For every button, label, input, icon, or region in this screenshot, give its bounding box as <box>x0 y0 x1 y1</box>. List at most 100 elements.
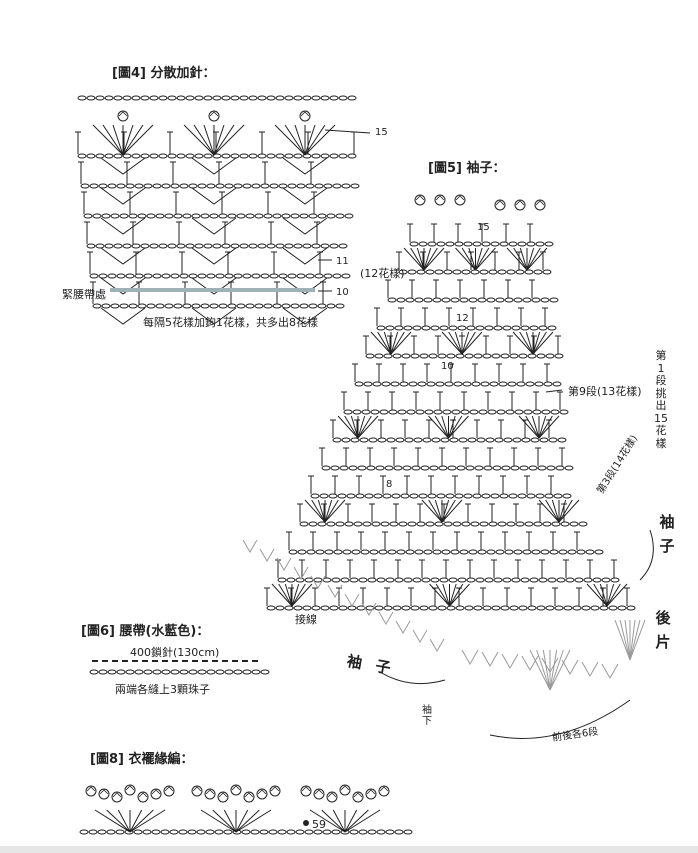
chain-stitch <box>478 409 488 415</box>
chain-stitch <box>320 605 330 611</box>
fan-stitch <box>235 809 260 833</box>
chain-stitch <box>493 577 503 583</box>
chain-stitch <box>332 273 342 279</box>
chain-stitch <box>366 465 376 471</box>
chain-stitch <box>360 549 370 555</box>
chain-stitch <box>223 829 233 835</box>
chain-stitch <box>387 549 397 555</box>
picot-stitch <box>415 195 425 201</box>
chain-stitch <box>97 829 107 835</box>
picot-stitch <box>535 200 545 206</box>
chain-stitch <box>545 605 555 611</box>
chain-stitch <box>390 381 400 387</box>
chain-stitch <box>497 269 507 275</box>
v-stitch <box>429 638 445 652</box>
chain-stitch <box>88 829 98 835</box>
fan-stitch <box>122 124 154 156</box>
chain-stitch <box>519 465 529 471</box>
v-stitch <box>395 620 411 634</box>
fan-stitch <box>200 809 237 833</box>
fan-stitch <box>203 124 215 156</box>
picot-stitch <box>85 785 97 797</box>
chain-stitch <box>248 243 258 249</box>
v-stitch <box>361 602 377 616</box>
picot-stitch <box>352 791 364 803</box>
v-stitch <box>191 307 237 325</box>
chain-stitch <box>149 243 159 249</box>
fan-stitch <box>614 619 631 661</box>
chain-stitch <box>161 273 171 279</box>
chain-stitch <box>447 465 457 471</box>
chain-stitch <box>437 605 447 611</box>
picot-stitch <box>217 791 229 803</box>
chain-stitch <box>538 577 548 583</box>
chain-stitch <box>137 303 147 309</box>
chain-stitch <box>170 669 180 675</box>
chain-stitch <box>245 213 255 219</box>
chain-stitch <box>203 153 213 159</box>
chain-stitch <box>581 605 591 611</box>
v-stitch <box>601 663 619 680</box>
picot-stitch <box>205 789 215 795</box>
chain-stitch <box>545 353 555 359</box>
fan-stitch <box>606 583 615 607</box>
chain-stitch <box>155 303 165 309</box>
chain-stitch <box>439 577 449 583</box>
picot-stitch <box>300 111 310 117</box>
chain-stitch <box>293 95 303 101</box>
chain-stitch <box>355 493 365 499</box>
chain-stitch <box>218 213 228 219</box>
chain-stitch <box>506 269 516 275</box>
chain-stitch <box>484 325 494 331</box>
chain-stitch <box>206 273 216 279</box>
chain-stitch <box>89 273 99 279</box>
chain-stitch <box>119 303 129 309</box>
chain-stitch <box>203 243 213 249</box>
chain-stitch <box>371 521 381 527</box>
chain-stitch <box>311 153 321 159</box>
fan-stitch <box>449 583 470 607</box>
v-stitch <box>100 217 146 235</box>
chain-stitch <box>317 303 327 309</box>
chain-stitch <box>149 153 159 159</box>
picot-stitch <box>455 195 465 201</box>
chain-stitch <box>457 325 467 331</box>
fan-stitch <box>129 809 143 833</box>
chain-stitch <box>430 325 440 331</box>
chain-stitch <box>493 325 503 331</box>
fan-stitch <box>441 415 449 439</box>
chain-stitch <box>421 325 431 331</box>
fan-stitch <box>344 809 358 833</box>
chain-stitch <box>574 577 584 583</box>
chain-stitch <box>474 465 484 471</box>
chain-stitch <box>347 95 357 101</box>
chain-stitch <box>233 273 243 279</box>
fan-stitch <box>441 499 450 523</box>
chain-stitch <box>453 381 463 387</box>
chain-stitch <box>468 297 478 303</box>
chain-stitch <box>462 381 472 387</box>
chain-stitch <box>405 549 415 555</box>
chain-stitch <box>133 829 143 835</box>
chain-stitch <box>469 409 479 415</box>
fan-stitch <box>538 415 553 439</box>
chain-stitch <box>410 353 420 359</box>
chain-stitch <box>487 409 497 415</box>
chain-stitch <box>500 353 510 359</box>
chain-stitch <box>536 605 546 611</box>
chain-stitch <box>539 437 549 443</box>
fan-stitch <box>606 583 628 607</box>
chain-stitch <box>399 381 409 387</box>
chain-stitch <box>475 577 485 583</box>
chain-stitch <box>92 303 102 309</box>
fan-stitch <box>324 499 339 523</box>
chain-stitch <box>524 269 534 275</box>
fan-stitch <box>545 499 560 523</box>
chain-stitch <box>496 409 506 415</box>
fan-stitch <box>593 583 608 607</box>
chain-stitch <box>551 521 561 527</box>
chain-stitch <box>335 521 345 527</box>
fan-stitch <box>213 124 235 156</box>
fan-stitch <box>531 415 540 439</box>
fan-stitch <box>455 247 476 271</box>
